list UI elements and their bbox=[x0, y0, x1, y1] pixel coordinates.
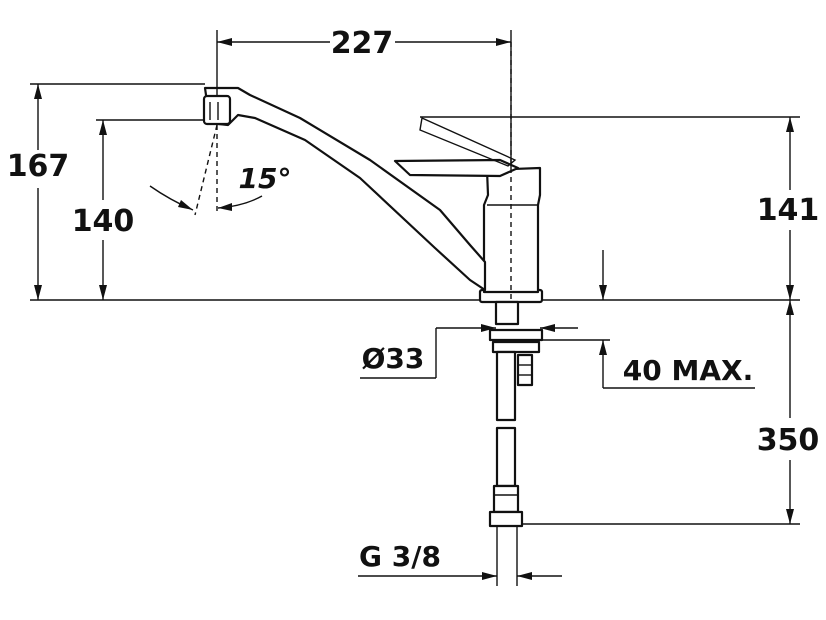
supply-hose-lower bbox=[495, 426, 517, 488]
aerator bbox=[202, 94, 232, 126]
dim-total-height: 167 bbox=[7, 83, 205, 300]
dim-hose-length-label: 350 bbox=[757, 423, 820, 458]
lever-raised-position bbox=[419, 116, 517, 167]
dim-outlet-height-label: 140 bbox=[72, 204, 135, 239]
dim-mounting-hole-label: Ø33 bbox=[362, 342, 425, 375]
mounting-assembly bbox=[488, 300, 544, 528]
faucet-body bbox=[202, 86, 544, 304]
supply-hose-upper bbox=[495, 350, 517, 422]
dim-lever-height: 141 bbox=[420, 116, 820, 300]
dim-swivel-angle-label: 15° bbox=[239, 162, 292, 195]
mounting-washer bbox=[488, 328, 544, 342]
dim-counter-thickness: 40 MAX. bbox=[540, 250, 755, 389]
dim-lever-height-label: 141 bbox=[757, 193, 820, 228]
dim-reach: 227 bbox=[216, 26, 512, 168]
mounting-nut bbox=[516, 353, 534, 387]
dim-outlet-height: 140 bbox=[72, 119, 205, 300]
dim-reach-label: 227 bbox=[331, 26, 394, 61]
dim-total-height-label: 167 bbox=[7, 149, 70, 184]
hose-connector bbox=[492, 484, 520, 514]
dim-hose-length: 350 bbox=[522, 300, 820, 525]
dim-counter-thickness-label: 40 MAX. bbox=[623, 354, 753, 387]
lever-handle bbox=[393, 158, 520, 178]
dim-connection-thread-label: G 3/8 bbox=[359, 540, 441, 573]
column bbox=[482, 166, 542, 294]
dim-connection-thread: G 3/8 bbox=[358, 526, 562, 586]
dim-mounting-hole: Ø33 bbox=[360, 324, 578, 379]
spout bbox=[203, 86, 487, 292]
dim-swivel-angle: 15° bbox=[149, 162, 292, 211]
